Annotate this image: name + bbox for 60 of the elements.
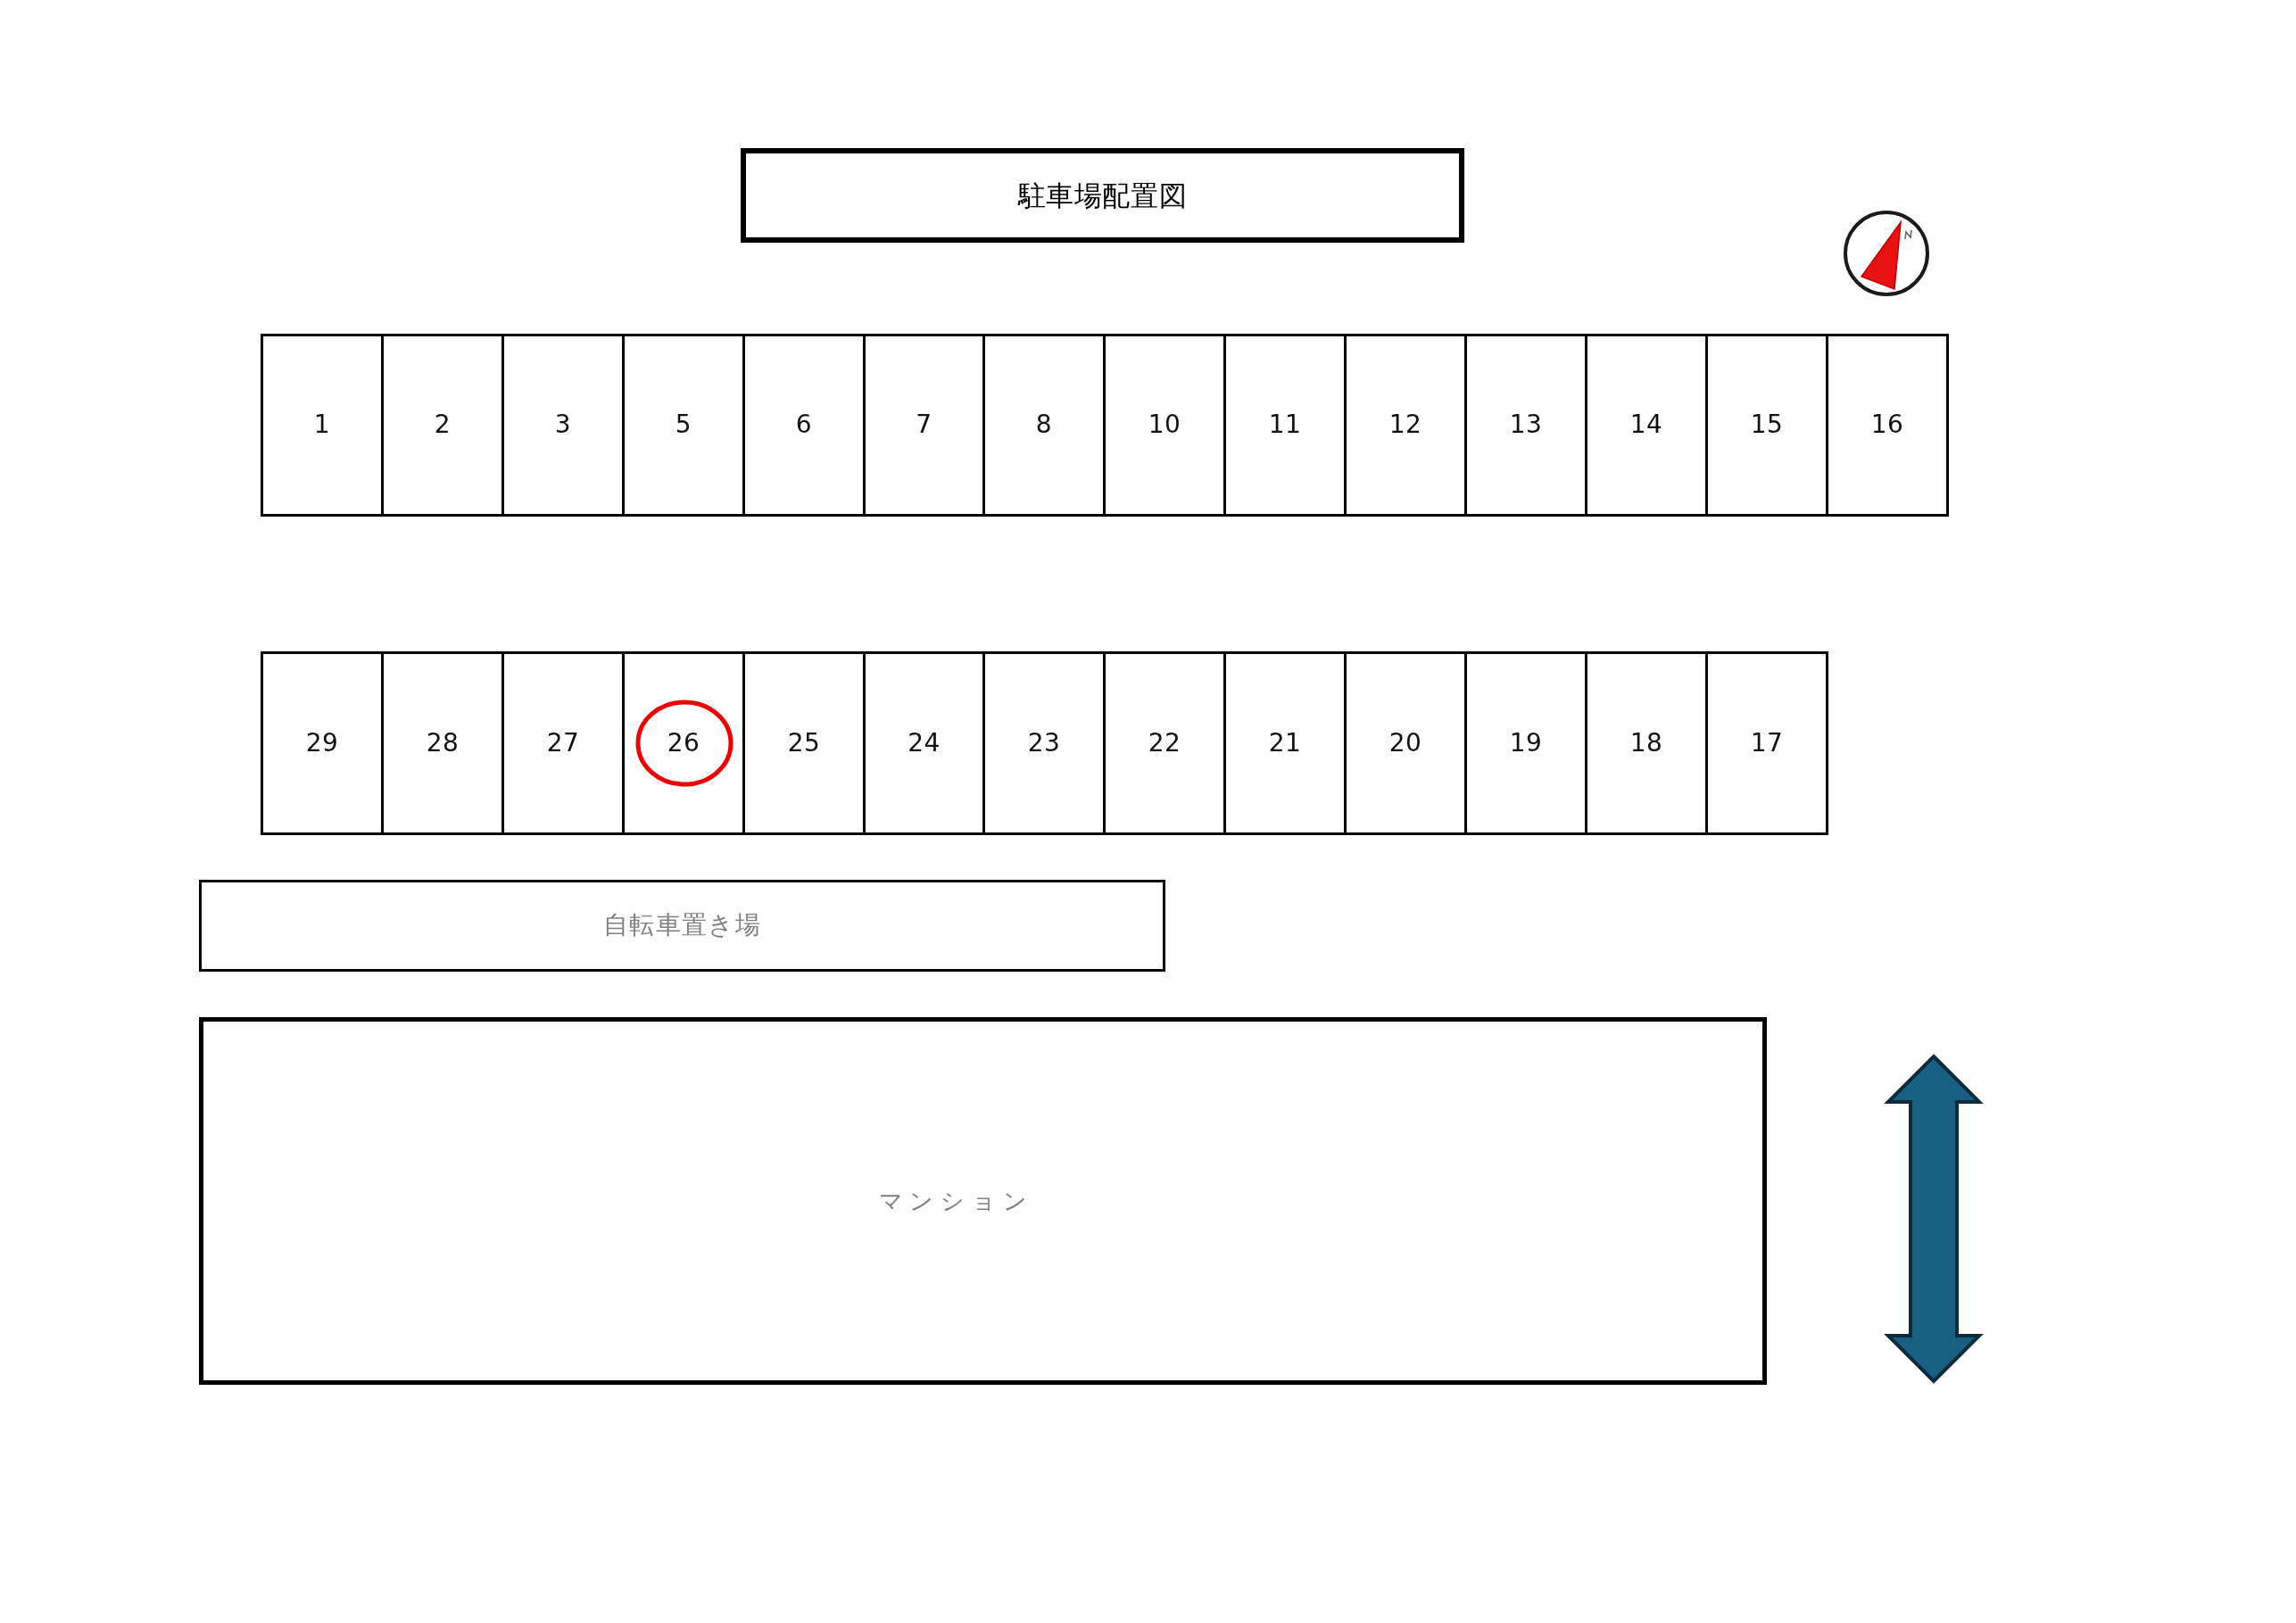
parking-space	[742, 651, 866, 835]
space-number: 21	[1268, 729, 1302, 758]
parking-space	[1826, 334, 1949, 517]
space-number: 17	[1750, 729, 1784, 758]
parking-space	[1344, 651, 1467, 835]
space-number: 12	[1388, 411, 1422, 439]
parking-space	[742, 334, 866, 517]
space-number: 25	[787, 729, 821, 758]
space-number: 11	[1268, 411, 1302, 439]
parking-space	[1705, 334, 1828, 517]
space-number: 18	[1629, 729, 1663, 758]
building-box	[199, 1017, 1767, 1385]
space-number: 6	[795, 411, 813, 439]
parking-space	[1464, 334, 1587, 517]
parking-space	[1103, 651, 1226, 835]
space-number: 8	[1035, 411, 1053, 439]
parking-space	[1705, 651, 1828, 835]
parking-space	[982, 334, 1106, 517]
building-label: マンション	[878, 1188, 1034, 1214]
parking-space	[261, 651, 384, 835]
parking-space	[381, 651, 504, 835]
parking-space	[501, 651, 625, 835]
parking-space	[1223, 334, 1347, 517]
parking-space	[1223, 651, 1347, 835]
space-number: 24	[908, 729, 941, 758]
parking-space	[1585, 334, 1708, 517]
space-number: 19	[1509, 729, 1543, 758]
space-number: 26	[667, 729, 700, 758]
parking-space	[982, 651, 1106, 835]
parking-space	[1464, 651, 1587, 835]
space-number: 23	[1027, 729, 1061, 758]
parking-space	[1344, 334, 1467, 517]
space-number: 7	[916, 411, 932, 439]
space-number: 2	[434, 411, 452, 439]
title-box	[741, 148, 1464, 243]
parking-space	[863, 651, 985, 835]
parking-space	[501, 334, 625, 517]
parking-space	[863, 334, 985, 517]
space-number: 3	[554, 411, 572, 439]
space-number: 15	[1750, 411, 1784, 439]
space-number: 13	[1509, 411, 1543, 439]
space-number: 20	[1388, 729, 1422, 758]
parking-space	[1585, 651, 1708, 835]
parking-space	[381, 334, 504, 517]
space-number: 10	[1148, 411, 1181, 439]
space-number: 29	[305, 729, 339, 758]
space-number: 14	[1629, 411, 1663, 439]
space-number: 1	[313, 411, 331, 439]
parking-space	[1103, 334, 1226, 517]
space-number: 28	[426, 729, 460, 758]
space-number: 22	[1148, 729, 1181, 758]
parking-space	[622, 651, 745, 835]
parking-space	[261, 334, 384, 517]
space-number: 16	[1870, 411, 1904, 439]
area-label: 自転車置き場	[602, 912, 762, 940]
bicycle-parking-box	[199, 880, 1165, 972]
space-number: 5	[675, 411, 692, 439]
space-number: 27	[546, 729, 580, 758]
title-text: 駐車場配置図	[1017, 179, 1188, 211]
parking-space	[622, 334, 745, 517]
